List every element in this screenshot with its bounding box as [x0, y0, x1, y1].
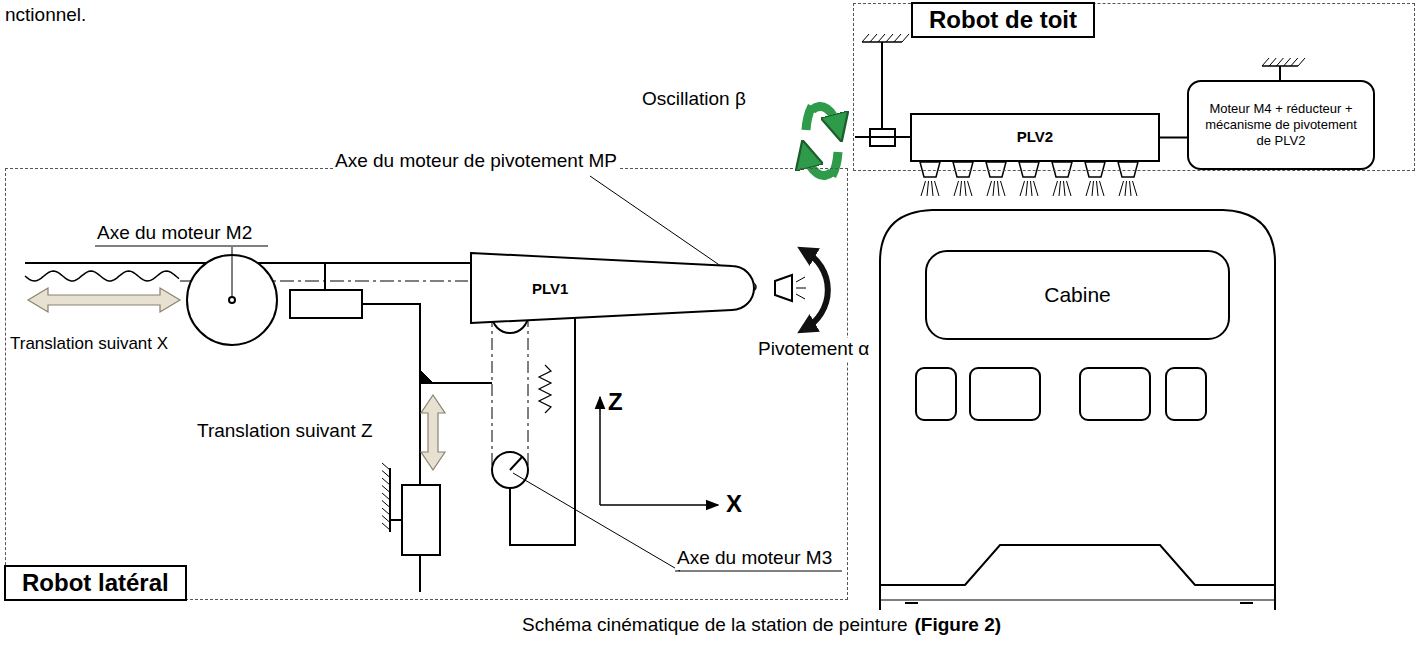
annotation: nctionnel. [3, 4, 88, 27]
box-label: Cabine [1044, 282, 1111, 308]
annotation: Axe du moteur M2 [95, 222, 254, 245]
annotation: Translation suivant Z [195, 420, 375, 443]
motor-box: Moteur M4 + réducteur + mécanisme de piv… [1187, 80, 1375, 170]
roof-robot-region: Robot de toitPLV2 Moteur M4 + réducteur +… [853, 3, 1415, 171]
annotation: Oscillation β [640, 88, 748, 111]
box-label: Moteur M4 + réducteur + mécanisme de piv… [1197, 101, 1365, 150]
ramp-label: PLV1 [532, 280, 568, 297]
region-title: Robot de toit [911, 2, 1095, 38]
annotation: Axe du moteur M3 [675, 547, 834, 570]
box-label: PLV2 [1017, 128, 1053, 147]
cabin-window: Cabine [925, 250, 1230, 340]
paint-ramp: PLV2 [910, 113, 1160, 162]
region-title: Robot latéral [4, 565, 187, 601]
figure-caption: Schéma cinématique de la station de pein… [520, 614, 910, 637]
figure-number: (Figure 2) [913, 614, 1004, 637]
axis-label: Z [606, 388, 625, 417]
ramp-outline [470, 252, 775, 324]
annotation: Axe du moteur de pivotement MP [333, 150, 619, 173]
axis-label: X [724, 490, 744, 519]
paint-ramp: PLV1 [470, 252, 775, 324]
annotation: Pivotement α [756, 338, 871, 361]
shaft-link [1160, 137, 1187, 139]
annotation: Translation suivant X [8, 334, 170, 354]
